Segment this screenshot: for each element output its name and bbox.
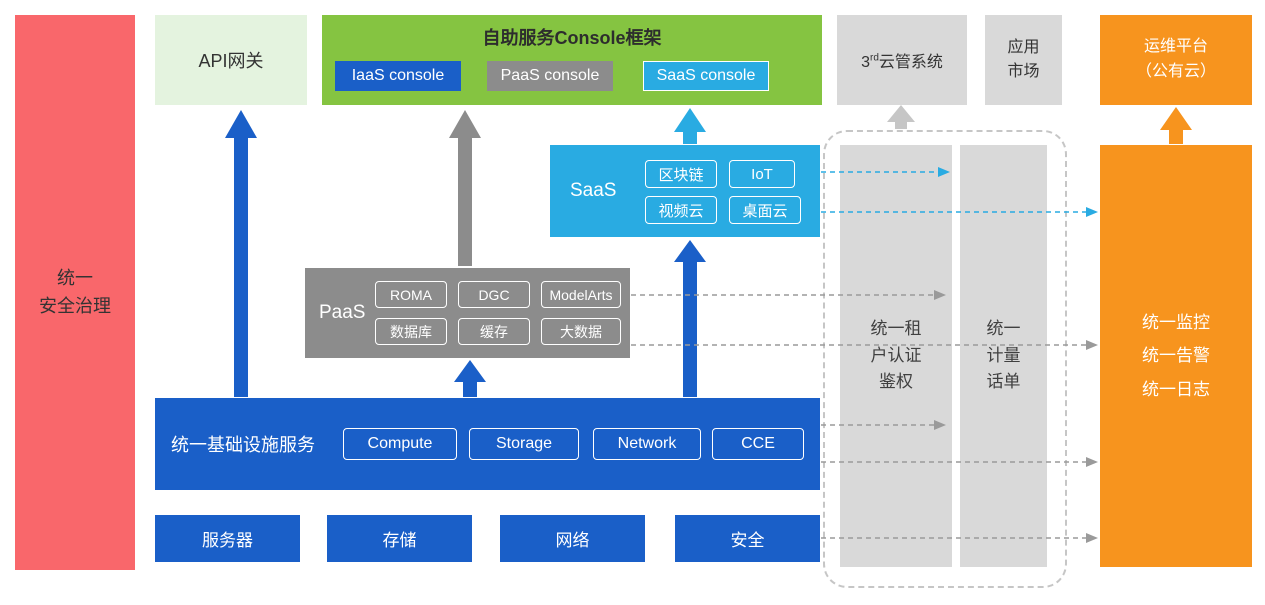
saas-layer-box: SaaS 区块链 IoT 视频云 桌面云 <box>550 145 820 237</box>
arrow-infra-to-paas-icon <box>454 360 486 397</box>
paas-item-dgc: DGC <box>458 281 530 308</box>
paas-layer-label: PaaS <box>319 302 366 323</box>
third-party-cloud-mgmt-box: 3rd云管系统 <box>837 15 967 105</box>
tenant-auth-label: 统一租 户认证 鉴权 <box>870 319 922 392</box>
paas-layer-box: PaaS ROMA DGC ModelArts 数据库 缓存 大数据 <box>305 268 630 358</box>
saas-item-blockchain: 区块链 <box>645 160 717 188</box>
dashed-saas-to-monitor-arrowhead-icon <box>1086 207 1098 217</box>
arrow-monitor-to-om-platform-icon <box>1160 107 1192 144</box>
dashed-resources-to-monitor-arrowhead-icon <box>1086 533 1098 543</box>
saas-item-iot: IoT <box>729 160 795 188</box>
paas-item-roma: ROMA <box>375 281 447 308</box>
paas-console-button: PaaS console <box>487 61 613 91</box>
resource-storage-box: 存储 <box>327 515 472 562</box>
infrastructure-layer-label: 统一基础设施服务 <box>171 435 315 455</box>
arrow-paas-to-console-icon <box>449 110 481 266</box>
infra-item-cce: CCE <box>712 428 804 460</box>
paas-item-database: 数据库 <box>375 318 447 345</box>
security-governance-bar: 统一 安全治理 <box>15 15 135 570</box>
app-market-box: 应用 市场 <box>985 15 1062 105</box>
resource-security-box: 安全 <box>675 515 820 562</box>
paas-item-bigdata: 大数据 <box>541 318 621 345</box>
tenant-auth-bar: 统一租 户认证 鉴权 <box>840 145 952 567</box>
security-governance-label: 统一 安全治理 <box>39 267 111 316</box>
saas-console-button: SaaS console <box>643 61 769 91</box>
arrow-infra-to-api-gateway-icon <box>225 110 257 397</box>
saas-item-desktop-cloud: 桌面云 <box>729 196 801 224</box>
om-platform-box: 运维平台 （公有云） <box>1100 15 1252 105</box>
metering-billing-label: 统一 计量 话单 <box>986 319 1021 392</box>
saas-item-video-cloud: 视频云 <box>645 196 717 224</box>
console-framework-box: 自助服务Console框架 IaaS console PaaS console … <box>322 15 822 105</box>
dashed-infra-to-monitor-arrowhead-icon <box>1086 457 1098 467</box>
paas-item-cache: 缓存 <box>458 318 530 345</box>
infra-item-network: Network <box>593 428 701 460</box>
arrow-container-to-third-party-icon <box>887 105 915 129</box>
console-framework-title: 自助服务Console框架 <box>482 28 662 48</box>
arrow-saas-to-saas-console-icon <box>674 108 706 144</box>
paas-item-modelarts: ModelArts <box>541 281 621 308</box>
arrow-infra-to-saas-icon <box>674 240 706 397</box>
infra-item-storage: Storage <box>469 428 579 460</box>
third-party-cloud-mgmt-label: 3rd云管系统 <box>861 52 943 71</box>
infra-item-compute: Compute <box>343 428 457 460</box>
api-gateway-label: API网关 <box>198 51 264 71</box>
saas-layer-label: SaaS <box>570 180 617 201</box>
resource-server-box: 服务器 <box>155 515 300 562</box>
shared-services-dashed-container <box>823 130 1067 588</box>
dashed-paas-to-monitor-arrowhead-icon <box>1086 340 1098 350</box>
om-platform-label: 运维平台 （公有云） <box>1135 38 1216 80</box>
monitoring-alarm-log-box: 统一监控 统一告警 统一日志 <box>1100 145 1252 567</box>
resource-network-box: 网络 <box>500 515 645 562</box>
monitoring-alarm-log-label: 统一监控 统一告警 统一日志 <box>1142 313 1210 399</box>
infrastructure-layer-box: 统一基础设施服务 Compute Storage Network CCE <box>155 398 820 490</box>
iaas-console-button: IaaS console <box>335 61 461 91</box>
api-gateway-box: API网关 <box>155 15 307 105</box>
app-market-label: 应用 市场 <box>1007 39 1040 80</box>
metering-billing-bar: 统一 计量 话单 <box>960 145 1047 567</box>
